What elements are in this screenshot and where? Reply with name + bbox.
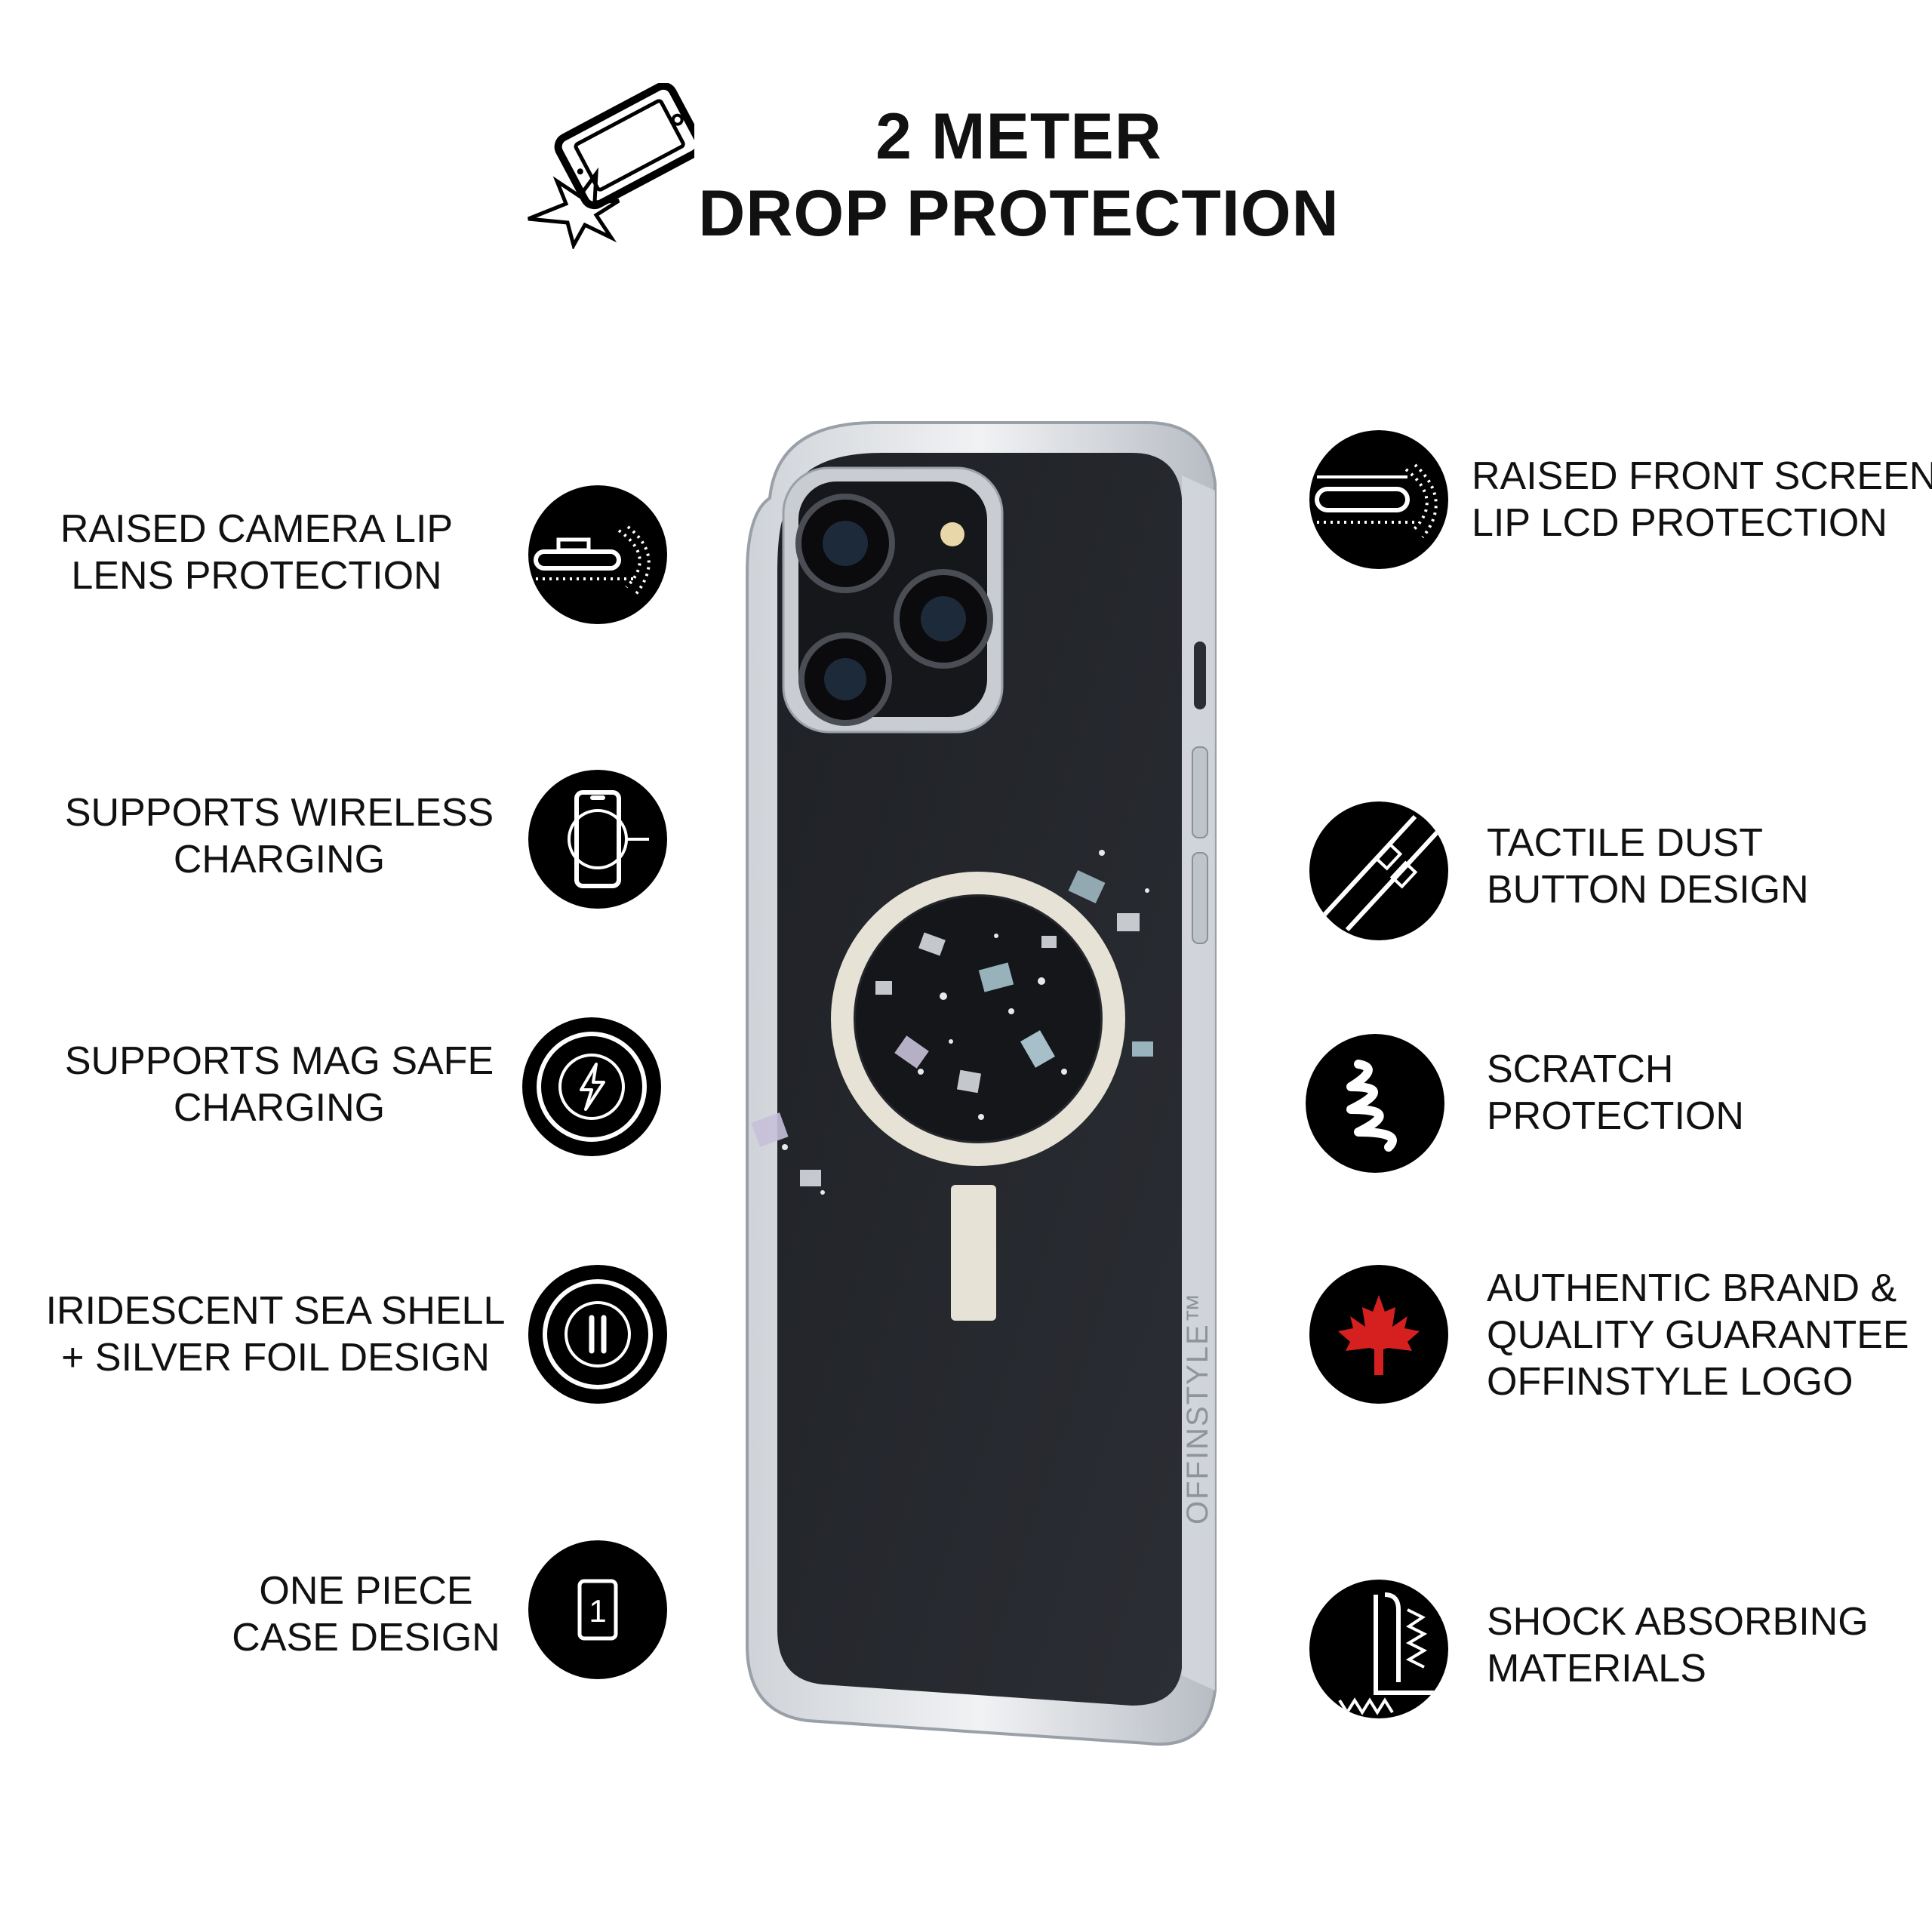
feature-label: SCRATCH [1487,1048,1674,1091]
feature-label: ONE PIECE [259,1569,473,1613]
page-title: 2 METER DROP PROTECTION [679,98,1358,252]
feature-label: MATERIALS [1487,1647,1706,1690]
feature-label: TACTILE DUST [1487,821,1763,865]
feature-label: LIP LCD PROTECTION [1472,501,1887,545]
one-piece-icon: 1 [528,1540,667,1679]
title-line-2: DROP PROTECTION [698,177,1340,250]
feature-label: SHOCK ABSORBING [1487,1600,1869,1644]
feature-scratch: SCRATCH PROTECTION [1487,1046,1909,1140]
feature-raised-camera-lip: RAISED CAMERA LIP LENS PROTECTION [45,506,468,599]
feature-label: CHARGING [173,838,386,881]
feature-label: QUALITY GUARANTEE [1487,1313,1909,1357]
sea-shell-design-icon [528,1265,667,1404]
feature-wireless-charging: SUPPORTS WIRELESS CHARGING [45,789,513,883]
shock-absorb-icon [1309,1580,1448,1718]
feature-label: BUTTON DESIGN [1487,868,1809,912]
feature-label: OFFINSTYLE LOGO [1487,1360,1854,1404]
feature-one-piece: ONE PIECE CASE DESIGN [226,1567,506,1661]
raised-camera-lip-icon [528,485,667,624]
case-brand-text: OFFINSTYLE™ [1181,1291,1214,1524]
feature-label: SUPPORTS MAG SAFE [64,1039,494,1083]
feature-label: SUPPORTS WIRELESS [64,791,494,835]
feature-label: + SILVER FOIL DESIGN [61,1336,490,1380]
feature-tactile-button: TACTILE DUST BUTTON DESIGN [1487,820,1909,913]
tactile-button-icon [1309,801,1448,940]
feature-label: IRIDESCENT SEA SHELL [45,1289,506,1333]
feature-label: RAISED FRONT SCREEN [1472,454,1932,498]
feature-raised-screen-lip: RAISED FRONT SCREEN LIP LCD PROTECTION [1472,453,1932,546]
feature-label: CASE DESIGN [232,1616,500,1660]
scratch-icon [1306,1034,1444,1173]
feature-shock-absorb: SHOCK ABSORBING MATERIALS [1487,1598,1909,1692]
feature-label: LENS PROTECTION [71,554,442,598]
title-line-1: 2 METER [875,100,1162,173]
raised-screen-lip-icon [1309,430,1448,569]
wireless-charging-icon [528,770,667,909]
phone-drop-icon [513,82,703,251]
feature-authentic-brand: AUTHENTIC BRAND & QUALITY GUARANTEE OFFI… [1487,1265,1924,1405]
phone-case-product-image: OFFINSTYLE™ [724,392,1253,1751]
maple-leaf-icon [1309,1265,1448,1404]
feature-label: AUTHENTIC BRAND & [1487,1266,1897,1310]
feature-sea-shell-design: IRIDESCENT SEA SHELL + SILVER FOIL DESIG… [45,1287,506,1381]
feature-label: PROTECTION [1487,1094,1744,1138]
magsafe-charging-icon [522,1017,661,1156]
feature-magsafe-charging: SUPPORTS MAG SAFE CHARGING [45,1038,513,1131]
svg-text:1: 1 [589,1593,606,1629]
feature-label: RAISED CAMERA LIP [60,507,454,551]
feature-label: CHARGING [173,1086,386,1130]
